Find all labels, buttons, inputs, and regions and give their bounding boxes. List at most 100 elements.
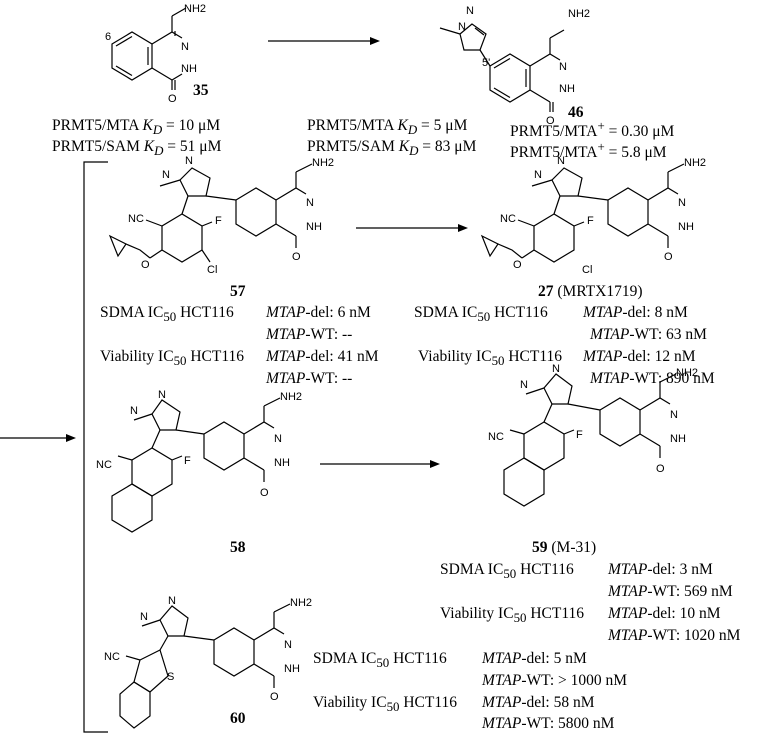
svg-text:Cl: Cl [582,264,592,276]
c60-sdma-label: SDMA IC50 HCT116 [313,650,447,671]
svg-text:NH: NH [678,221,694,233]
svg-text:O: O [546,115,555,127]
bracket [83,161,108,733]
compound-label-60: 60 [230,710,246,727]
svg-text:NH: NH [306,221,322,233]
svg-text:NH2: NH2 [676,367,698,379]
svg-text:N: N [306,197,314,209]
structure-58: NH2 N NH O N N NC F [96,389,302,533]
svg-text:S: S [167,671,174,683]
svg-text:O: O [141,259,150,271]
compound-label-46: 46 [568,104,584,121]
svg-text:N: N [678,197,686,209]
svg-text:O: O [664,251,673,263]
svg-text:NH2: NH2 [290,597,312,609]
structure-60: NH2 N NH O N N NC S [104,595,312,729]
svg-text:O: O [513,259,522,271]
svg-text:NH: NH [284,663,300,675]
svg-text:N: N [140,611,148,623]
c59-sdma-wt: MTAP-WT: 569 nM [608,583,733,600]
svg-text:O: O [270,691,279,703]
svg-text:N: N [185,155,193,167]
structure-46: NH2 N NH O N N 5' [439,5,590,127]
svg-text:F: F [184,455,191,467]
c59-via-del: MTAP-del: 10 nM [608,605,721,622]
c57-sdma-label: SDMA IC50 HCT116 [100,304,234,325]
structure-35: NH2 N NH O 6 [105,3,206,105]
c27-via-label: Viability IC50 HCT116 [418,348,563,369]
c59-sdma-label: SDMA IC50 HCT116 [440,561,574,582]
svg-text:N: N [274,433,282,445]
c60-sdma-wt: MTAP-WT: > 1000 nM [482,672,628,689]
c57-via-del: MTAP-del: 41 nM [266,348,379,365]
arrow-57-to-27 [356,224,468,232]
svg-text:N: N [158,389,166,401]
svg-text:F: F [576,429,583,441]
svg-text:6: 6 [105,31,111,43]
svg-text:O: O [292,251,301,263]
structure-27: NH2 N NH O N N NC F Cl O [480,155,706,276]
c57-via-wt: MTAP-WT: -- [266,370,353,387]
c59-sdma-del: MTAP-del: 3 nM [608,561,713,578]
svg-text:F: F [587,215,594,227]
c27-via-wt: MTAP-WT: 890 nM [590,370,715,387]
svg-text:NC: NC [500,213,516,225]
svg-text:NH2: NH2 [280,391,302,403]
c27-sdma-del: MTAP-del: 8 nM [583,304,688,321]
kd-46-sam: PRMT5/SAM KD = 83 μM [307,138,477,159]
compound-label-35: 35 [193,82,209,99]
arrow-58-to-59 [320,460,440,468]
svg-text:N: N [559,61,567,73]
svg-text:NC: NC [104,651,120,663]
svg-text:N: N [466,5,474,17]
svg-text:N: N [670,409,678,421]
svg-text:Cl: Cl [207,264,217,276]
svg-text:O: O [656,463,665,475]
c57-via-label: Viability IC50 HCT116 [100,348,245,369]
compound-label-27: 27 (MRTX1719) [538,283,643,300]
mta-plus-46-a: PRMT5/MTA+ = 0.30 μM [510,118,675,141]
c57-sdma-del: MTAP-del: 6 nM [266,304,371,321]
compound-label-59: 59 (M-31) [532,539,597,556]
svg-text:N: N [552,363,560,375]
c60-via-wt: MTAP-WT: 5800 nM [482,715,615,732]
structure-57: NH2 N NH O N N NC F Cl O [108,155,334,276]
kd-46-mta: PRMT5/MTA KD = 5 μM [307,117,468,138]
svg-text:NC: NC [488,431,504,443]
svg-text:NH2: NH2 [684,157,706,169]
svg-text:N: N [162,169,170,181]
c27-sdma-label: SDMA IC50 HCT116 [414,304,548,325]
svg-text:N: N [130,405,138,417]
svg-text:N: N [458,21,466,33]
c57-sdma-wt: MTAP-WT: -- [266,326,353,343]
c59-via-label: Viability IC50 HCT116 [440,605,585,626]
arrow-into-series [0,434,76,442]
svg-text:NH: NH [559,83,575,95]
compound-label-58: 58 [230,539,246,556]
svg-text:NH2: NH2 [568,8,590,20]
svg-text:N: N [534,169,542,181]
svg-text:O: O [168,93,177,105]
compound-label-57: 57 [230,283,246,300]
svg-text:O: O [260,487,269,499]
svg-text:N: N [284,639,292,651]
svg-text:NH2: NH2 [184,3,206,15]
svg-text:NH2: NH2 [312,157,334,169]
svg-text:NH: NH [274,457,290,469]
svg-text:5': 5' [482,57,490,69]
c27-sdma-wt: MTAP-WT: 63 nM [590,326,707,343]
svg-text:NH: NH [181,63,197,75]
svg-text:NC: NC [128,213,144,225]
svg-text:N: N [520,379,528,391]
kd-35-sam: PRMT5/SAM KD = 51 μM [52,138,222,159]
arrow-35-to-46 [268,37,380,45]
svg-text:N: N [181,41,189,53]
c60-via-label: Viability IC50 HCT116 [313,694,458,715]
mta-plus-46-b: PRMT5/MTA+ = 5.8 μM [510,139,667,162]
c60-sdma-del: MTAP-del: 5 nM [482,650,587,667]
structure-59: NH2 N NH O N N NC F [488,363,698,507]
c60-via-del: MTAP-del: 58 nM [482,694,595,711]
c59-via-wt: MTAP-WT: 1020 nM [608,627,741,644]
svg-text:N: N [168,595,176,607]
